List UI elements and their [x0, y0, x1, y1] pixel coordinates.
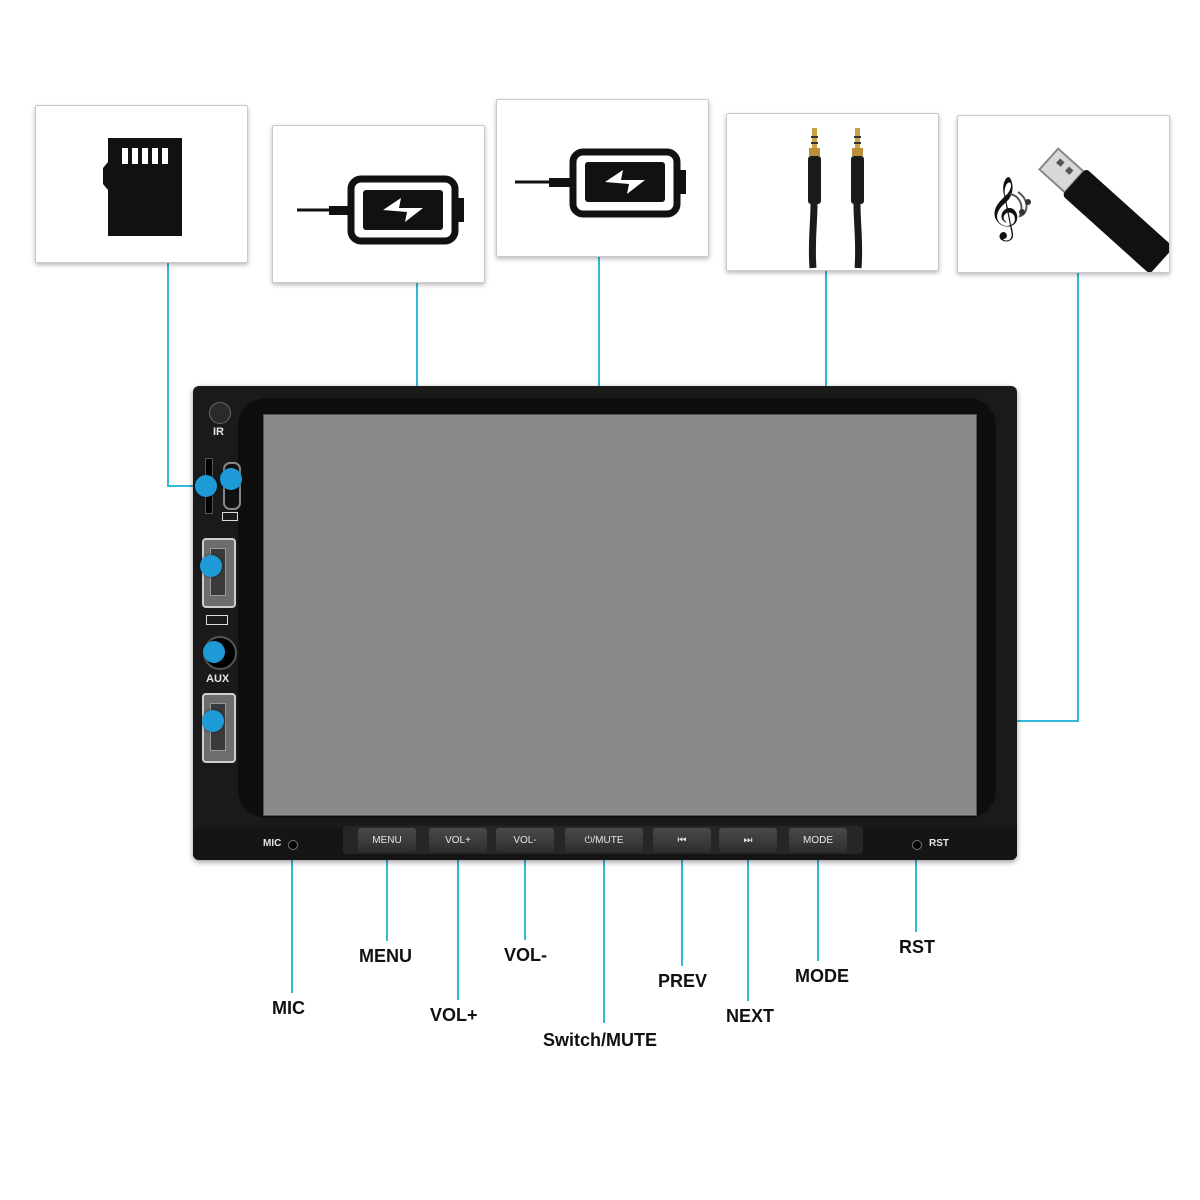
callout-vol-down: VOL-: [504, 945, 547, 965]
callout-vol-up: VOL+: [430, 1005, 478, 1025]
battery-charging-icon: [297, 175, 464, 245]
callout-prev: PREV: [658, 971, 708, 991]
card-aux-cable: [726, 113, 939, 271]
next-button[interactable]: ⏭: [719, 828, 777, 852]
battery-charging-icon: [515, 148, 686, 218]
vol-down-button[interactable]: VOL-: [496, 828, 554, 852]
sd-card-icon: [103, 138, 182, 236]
battery-indicator-icon: [206, 615, 228, 625]
vol-up-button[interactable]: VOL+: [429, 828, 487, 852]
callout-switch-mute: Switch/MUTE: [543, 1030, 658, 1050]
card-charger-1: [272, 125, 485, 283]
mic-hole: [288, 840, 298, 850]
card-tf-card: [35, 105, 248, 263]
dot-usb-media: [202, 710, 224, 732]
card-charger-2: [496, 99, 709, 257]
dot-tf-card: [195, 475, 217, 497]
aux-label: AUX: [206, 673, 230, 685]
display-screen[interactable]: [263, 414, 977, 816]
ir-label: IR: [213, 426, 224, 438]
callout-rst: RST: [899, 937, 935, 957]
svg-text:𝄞: 𝄞: [988, 176, 1020, 242]
usb-drive-icon: 𝄞: [988, 147, 1173, 273]
power-mute-button[interactable]: ⏻/MUTE: [565, 828, 643, 852]
head-unit: IR AUX MIC MENU VOL+ VOL- ⏻/MUTE ⏮ ⏭ MOD…: [193, 386, 1017, 860]
rst-label: RST: [929, 838, 949, 849]
callout-mode: MODE: [795, 966, 849, 986]
prev-button[interactable]: ⏮: [653, 828, 711, 852]
menu-button[interactable]: MENU: [358, 828, 416, 852]
audio-cable-icon: [808, 128, 864, 269]
mode-button[interactable]: MODE: [789, 828, 847, 852]
callout-menu: MENU: [359, 946, 412, 966]
battery-indicator-icon: [222, 512, 238, 521]
mic-label: MIC: [263, 838, 282, 849]
callout-next: NEXT: [726, 1006, 775, 1026]
dot-aux: [203, 641, 225, 663]
dot-charge-port: [220, 468, 242, 490]
music-note-icon: 𝄞: [988, 176, 1031, 242]
callout-mic: MIC: [272, 998, 305, 1018]
dot-usb-charge: [200, 555, 222, 577]
ir-sensor: [209, 402, 231, 424]
rst-hole[interactable]: [912, 840, 922, 850]
card-usb-drive: 𝄞: [957, 115, 1173, 273]
